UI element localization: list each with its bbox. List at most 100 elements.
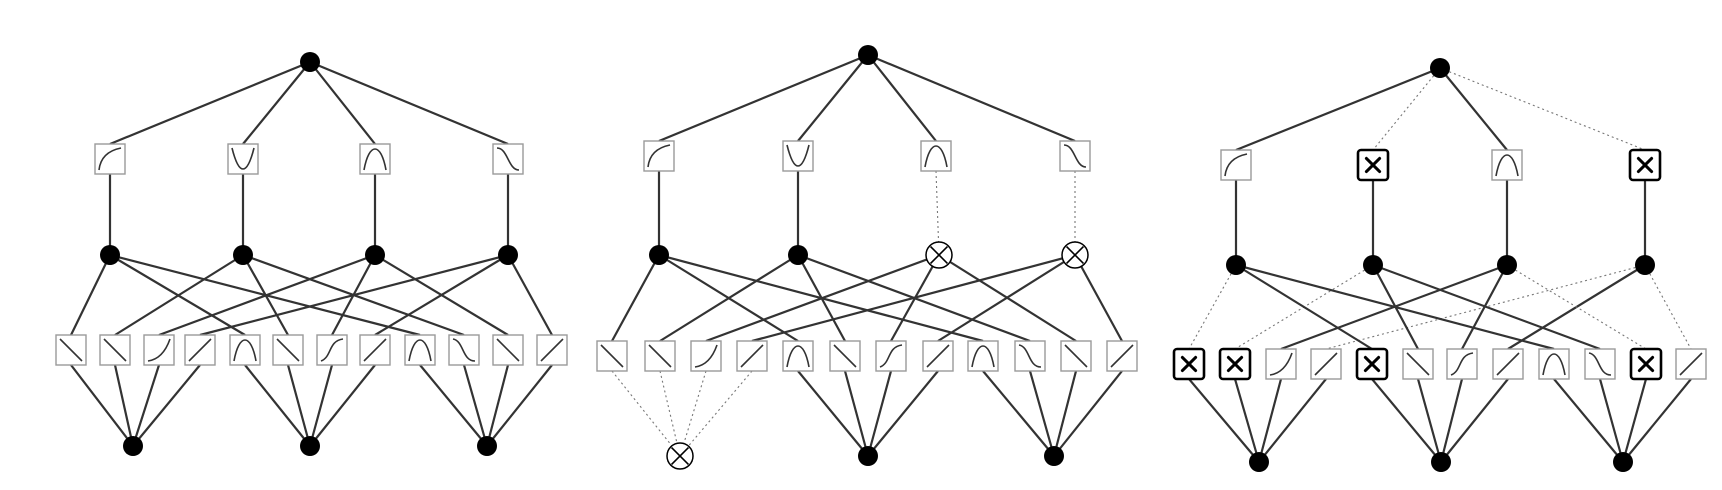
input-edge bbox=[867, 370, 939, 457]
cross-edge bbox=[70, 254, 111, 336]
input-edge bbox=[1622, 378, 1692, 463]
bottom-activation-activation-curve-icon bbox=[875, 340, 907, 372]
output-edge bbox=[867, 53, 1076, 143]
input-node-filled-circle-icon bbox=[1431, 452, 1451, 472]
activation-curve bbox=[924, 145, 948, 168]
bottom-activation-activation-curve-icon bbox=[184, 334, 216, 366]
cross-edge bbox=[507, 254, 553, 336]
activation-curve bbox=[1496, 352, 1520, 376]
edge-layer bbox=[70, 60, 553, 447]
output-edge bbox=[797, 54, 869, 142]
output-edge bbox=[1439, 67, 1646, 151]
activation-curve bbox=[1450, 352, 1474, 376]
bottom-activation-activation-curve-icon bbox=[922, 340, 954, 372]
bottom-activation-activation-curve-icon bbox=[272, 334, 304, 366]
input-edge bbox=[1188, 378, 1260, 463]
activation-curve bbox=[276, 338, 300, 362]
activation-curve bbox=[59, 338, 83, 362]
output-edge bbox=[658, 53, 869, 143]
input-node-filled-circle-icon bbox=[1613, 452, 1633, 472]
hidden-node-circled-x-icon bbox=[1061, 241, 1089, 269]
bottom-activation-activation-curve-icon bbox=[1060, 340, 1092, 372]
bottom-activation-activation-curve-icon bbox=[782, 340, 814, 372]
x-stroke bbox=[929, 245, 949, 265]
input-edge bbox=[1258, 378, 1327, 463]
activation-curve bbox=[1110, 344, 1134, 368]
bottom-activation-activation-curve-icon bbox=[359, 334, 391, 366]
input-edge bbox=[70, 364, 134, 447]
bottom-activation-activation-curve-icon bbox=[644, 340, 676, 372]
top-activation-activation-curve-icon bbox=[1220, 149, 1252, 181]
activation-curve bbox=[740, 344, 764, 368]
input-edge bbox=[1416, 378, 1443, 463]
bottom-activation-activation-curve-icon bbox=[99, 334, 131, 366]
activation-curve bbox=[363, 338, 387, 362]
input-edge bbox=[132, 364, 201, 447]
input-edge bbox=[1598, 378, 1625, 463]
input-node-filled-circle-icon bbox=[123, 436, 143, 456]
cross-edge bbox=[1506, 264, 1647, 350]
input-edge bbox=[462, 364, 489, 447]
input-edge bbox=[131, 364, 161, 447]
activation-curve bbox=[694, 344, 718, 368]
activation-curve bbox=[1063, 144, 1087, 168]
input-edge bbox=[286, 364, 312, 447]
input-edge bbox=[1621, 378, 1648, 463]
bottom-activation-activation-curve-icon bbox=[492, 334, 524, 366]
input-edge bbox=[113, 364, 135, 447]
activation-box-frame bbox=[920, 140, 952, 172]
input-edge bbox=[982, 370, 1055, 457]
activation-curve bbox=[98, 147, 122, 171]
activation-curve bbox=[1588, 352, 1612, 376]
top-activation-activation-curve-icon bbox=[920, 140, 952, 172]
input-edge bbox=[308, 364, 334, 447]
bottom-activation-activation-curve-icon bbox=[143, 334, 175, 366]
bottom-activation-activation-curve-icon bbox=[1402, 348, 1434, 380]
activation-curve bbox=[496, 147, 520, 171]
shape-layer bbox=[1172, 58, 1707, 472]
hidden-node-filled-circle-icon bbox=[1226, 255, 1246, 275]
bottom-activation-boxed-x-icon bbox=[1629, 347, 1663, 381]
input-node-filled-circle-icon bbox=[1044, 446, 1064, 466]
top-activation-activation-curve-icon bbox=[94, 143, 126, 175]
cross-edge bbox=[1188, 264, 1237, 350]
activation-curve bbox=[188, 338, 212, 362]
cross-edge bbox=[1644, 264, 1692, 350]
bottom-activation-activation-curve-icon bbox=[1446, 348, 1478, 380]
bottom-activation-activation-curve-icon bbox=[690, 340, 722, 372]
top-activation-activation-curve-icon bbox=[782, 140, 814, 172]
x-stroke bbox=[1065, 245, 1085, 265]
bottom-activation-activation-curve-icon bbox=[1584, 348, 1616, 380]
cross-edge bbox=[1074, 254, 1123, 342]
bottom-activation-activation-curve-icon bbox=[55, 334, 87, 366]
bottom-activation-activation-curve-icon bbox=[316, 334, 348, 366]
input-node-filled-circle-icon bbox=[477, 436, 497, 456]
top-activation-activation-curve-icon bbox=[492, 143, 524, 175]
hidden-node-filled-circle-icon bbox=[498, 245, 518, 265]
edge-layer bbox=[1188, 66, 1692, 463]
activation-curve bbox=[1406, 352, 1430, 376]
activation-curve bbox=[1679, 352, 1703, 376]
hidden-node-circled-x-icon bbox=[925, 241, 953, 269]
activation-curve bbox=[1018, 344, 1042, 368]
activation-curve bbox=[879, 344, 903, 368]
bottom-activation-activation-curve-icon bbox=[404, 334, 436, 366]
input-node-filled-circle-icon bbox=[858, 446, 878, 466]
input-edge bbox=[1233, 378, 1261, 463]
hidden-node-filled-circle-icon bbox=[100, 245, 120, 265]
bottom-activation-boxed-x-icon bbox=[1218, 347, 1252, 381]
top-activation-activation-curve-icon bbox=[359, 143, 391, 175]
input-edge bbox=[1053, 370, 1123, 457]
hidden-node-filled-circle-icon bbox=[1363, 255, 1383, 275]
activation-curve bbox=[833, 344, 857, 368]
top-activation-activation-curve-icon bbox=[227, 143, 259, 175]
cross-edge bbox=[797, 253, 1031, 343]
input-edge bbox=[679, 370, 753, 457]
activation-curve bbox=[1314, 352, 1338, 376]
activation-curve bbox=[320, 338, 344, 362]
bottom-activation-activation-curve-icon bbox=[1675, 348, 1707, 380]
bottom-activation-activation-curve-icon bbox=[536, 334, 568, 366]
activation-curve bbox=[147, 338, 171, 362]
activation-curve bbox=[496, 338, 520, 362]
